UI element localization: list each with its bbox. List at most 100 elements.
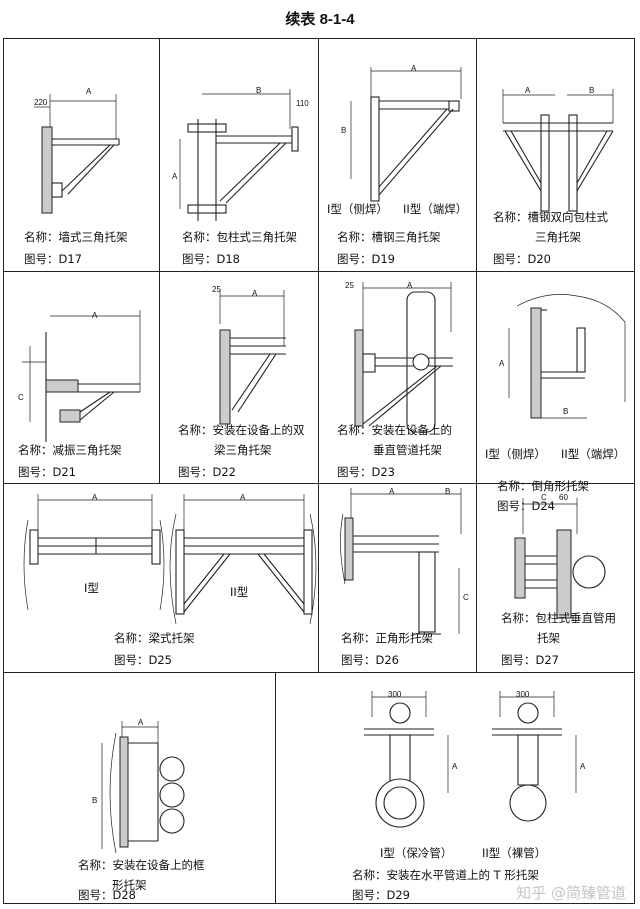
- type-ii: II型: [230, 585, 249, 599]
- dim-a: A: [499, 359, 505, 368]
- page-title: 续表 8-1-4: [285, 11, 355, 28]
- cell-d27: C 60 名称：包柱式垂直管用 托架 图号：D27: [477, 484, 634, 672]
- dim-a: A: [389, 487, 395, 496]
- col-divider: [275, 672, 276, 904]
- t-bracket-drawing: [364, 691, 577, 828]
- item-code: 图号：D22: [178, 465, 236, 479]
- item-name: 名称：倒角形托架: [497, 479, 589, 493]
- dim-b: B: [589, 86, 595, 95]
- item-code: 图号：D28: [78, 888, 136, 902]
- watermark: 知乎 @简臻管道: [516, 884, 626, 902]
- dim-a: A: [86, 87, 92, 96]
- item-name-line2: 三角托架: [535, 230, 581, 244]
- dim-b: B: [445, 487, 451, 496]
- dim-b: B: [256, 86, 262, 95]
- column-vertical-pipe-bracket-drawing: [514, 498, 606, 619]
- damping-triangle-bracket-drawing: [22, 310, 141, 442]
- dim-b: B: [341, 126, 347, 135]
- item-name: 名称：梁式托架: [114, 631, 195, 645]
- dim-a: A: [172, 172, 178, 181]
- dim-a-left: A: [452, 762, 458, 771]
- beam-bracket-drawing: [23, 494, 317, 625]
- dim-25: 25: [345, 281, 354, 290]
- bracket-table: A 220 名称：墙式三角托架 图号：D17 B 110 A 名称：包柱式三角托…: [3, 38, 635, 904]
- dim-25: 25: [212, 285, 221, 294]
- item-code: 图号：D21: [18, 465, 76, 479]
- cell-d21: A C 名称：减振三角托架 图号：D21: [4, 272, 159, 483]
- item-code: 图号：D25: [114, 653, 172, 667]
- item-name-line2: 梁三角托架: [214, 443, 272, 457]
- dim-b: B: [92, 796, 98, 805]
- cell-d25: A A I型 II型 名称：梁式托架 图号：D25: [4, 484, 318, 672]
- right-angle-bracket-drawing: [340, 488, 462, 635]
- dim-110: 110: [296, 99, 309, 108]
- item-name-line2: 形托架: [112, 878, 147, 892]
- dim-a: A: [92, 311, 98, 320]
- item-name: 名称：减振三角托架: [18, 443, 122, 457]
- wall-triangle-bracket-drawing: [34, 94, 120, 214]
- channel-double-wrap-bracket-drawing: [502, 89, 614, 212]
- vertical-pipe-bracket-drawing: [354, 282, 453, 433]
- dim-a: A: [525, 86, 531, 95]
- dim-c: C: [541, 493, 547, 502]
- item-name-line1: 名称：包柱式垂直管用: [501, 611, 616, 625]
- dim-c: C: [18, 393, 24, 402]
- type-i: I型（侧焊）: [327, 202, 388, 216]
- inverted-angle-bracket-drawing: [508, 294, 626, 419]
- dim-a-type-ii: A: [240, 493, 246, 502]
- dim-300-left: 300: [388, 690, 402, 699]
- dim-a-type-i: A: [92, 493, 98, 502]
- item-name-line1: 名称：安装在设备上的双: [178, 423, 305, 437]
- item-name: 名称：正角形托架: [341, 631, 433, 645]
- item-code: 图号：D27: [501, 653, 559, 667]
- frame-bracket-drawing: [101, 721, 185, 854]
- dim-220: 220: [34, 98, 48, 107]
- cell-d18: B 110 A 名称：包柱式三角托架 图号：D18: [160, 39, 318, 271]
- dim-60: 60: [559, 493, 568, 502]
- dim-a: A: [138, 718, 144, 727]
- item-name-line1: 名称：安装在设备上的: [337, 423, 452, 437]
- dim-a-right: A: [580, 762, 586, 771]
- item-name: 名称：墙式三角托架: [24, 230, 128, 244]
- item-code: 图号：D23: [337, 465, 395, 479]
- item-name-line1: 名称：安装在设备上的框: [78, 858, 205, 872]
- cell-d29: 300 300 A A I型（保冷管） II型（裸管） 名称：安装在水平管道上的…: [276, 673, 634, 903]
- cell-d20: A B 名称：槽钢双向包柱式 三角托架 图号：D20: [477, 39, 634, 271]
- item-name-line2: 垂直管道托架: [373, 443, 442, 457]
- dim-300-right: 300: [516, 690, 530, 699]
- item-code: 图号：D26: [341, 653, 399, 667]
- cell-d28: A B 名称：安装在设备上的框 形托架 图号：D28: [4, 673, 275, 903]
- column-wrap-triangle-bracket-drawing: [179, 89, 299, 221]
- col-divider: [318, 39, 319, 672]
- item-code: 图号：D29: [352, 888, 410, 902]
- cell-d22: 25 A 名称：安装在设备上的双 梁三角托架 图号：D22: [160, 272, 318, 483]
- type-ii: II型（端焊）: [403, 202, 468, 216]
- item-code: 图号：D17: [24, 252, 82, 266]
- dim-c: C: [463, 593, 469, 602]
- item-code: 图号：D24: [497, 499, 555, 513]
- type-i: I型（侧焊）: [485, 447, 546, 461]
- dim-a: A: [411, 64, 417, 73]
- col-divider: [476, 39, 477, 672]
- dim-b: B: [563, 407, 569, 416]
- item-name-line2: 托架: [537, 631, 560, 645]
- type-ii: II型（端焊）: [561, 447, 626, 461]
- item-code: 图号：D19: [337, 252, 395, 266]
- item-name: 名称：槽钢三角托架: [337, 230, 441, 244]
- channel-triangle-bracket-drawing: [350, 67, 462, 202]
- item-code: 图号：D18: [182, 252, 240, 266]
- col-divider: [159, 39, 160, 483]
- dim-a: A: [252, 289, 258, 298]
- type-i: I型（保冷管）: [380, 846, 453, 860]
- item-name-line1: 名称：槽钢双向包柱式: [493, 210, 608, 224]
- cell-d19: A B I型（侧焊） II型（端焊） 名称：槽钢三角托架 图号：D19: [319, 39, 476, 271]
- item-code: 图号：D20: [493, 252, 551, 266]
- cell-d23: 25 A 名称：安装在设备上的 垂直管道托架 图号：D23: [319, 272, 476, 483]
- type-ii: II型（裸管）: [482, 846, 547, 860]
- item-name: 名称：包柱式三角托架: [182, 230, 297, 244]
- row-divider: [4, 672, 634, 673]
- dim-a: A: [407, 281, 413, 290]
- type-i: I型: [84, 581, 99, 595]
- item-name: 名称：安装在水平管道上的 T 形托架: [352, 868, 539, 882]
- cell-d17: A 220 名称：墙式三角托架 图号：D17: [4, 39, 159, 271]
